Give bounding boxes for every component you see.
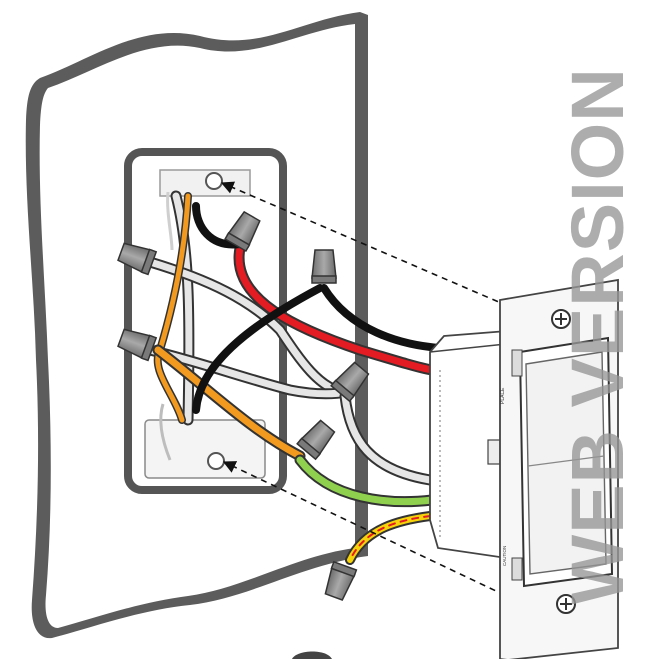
wires [144, 190, 444, 565]
wire-nut-icon [311, 249, 337, 284]
partial-graphic-icon [292, 651, 332, 659]
wire-nut-icon [324, 560, 358, 601]
wire-ground-green [294, 454, 438, 508]
place-label: PLACE [500, 387, 506, 404]
box-screw-bottom-icon [207, 452, 225, 470]
alignment-arrows [220, 181, 516, 601]
wire-line-red [233, 242, 438, 376]
wire-yellow-red [345, 511, 435, 565]
paddle-divider [527, 455, 605, 467]
wire-neutral-white [144, 190, 436, 486]
wire-nut-icon [330, 361, 370, 403]
caution-label: CAUTION [502, 546, 507, 566]
wire-nuts [117, 210, 370, 601]
wire-hot-black [192, 202, 444, 414]
dashed-arrow-bottom-icon [222, 461, 516, 601]
smart-switch: PLACE CAUTION [429, 278, 619, 659]
wire-nut-icon [224, 210, 261, 253]
wire-traveler-orange [152, 192, 306, 462]
wire-nut-icon [117, 242, 158, 276]
box-screw-top-icon [205, 172, 223, 190]
wire-nut-icon [117, 328, 158, 362]
wire-nut-icon [296, 419, 336, 461]
dashed-arrow-top-icon [220, 181, 509, 307]
